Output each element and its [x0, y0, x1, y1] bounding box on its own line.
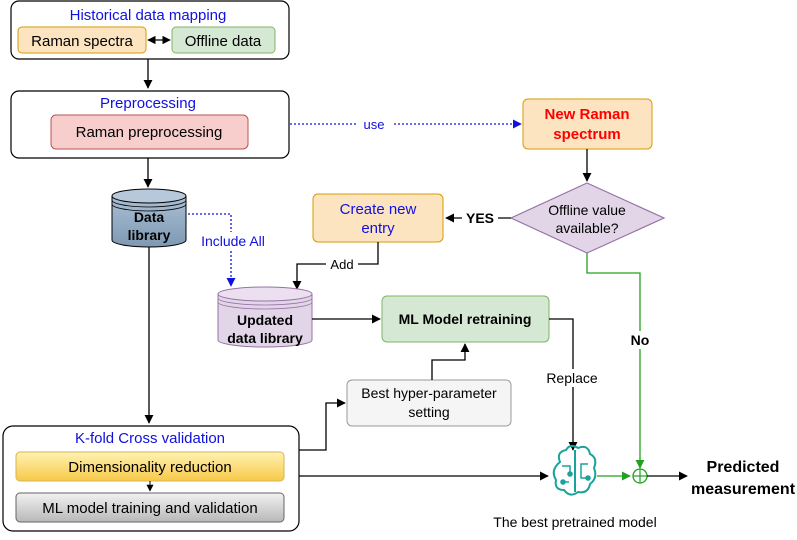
- add-label: Add: [330, 257, 353, 272]
- raman-preprocessing-label: Raman preprocessing: [76, 124, 223, 141]
- decision-diamond[interactable]: Offline value available?: [509, 182, 666, 254]
- data-library-line2: library: [128, 227, 171, 243]
- arrow-replace: [549, 318, 578, 451]
- data-library-cylinder[interactable]: Data library: [111, 188, 187, 248]
- include-all-label: Include All: [201, 233, 265, 249]
- preprocessing-title: Preprocessing: [100, 95, 196, 112]
- updated-library-cylinder[interactable]: Updated data library: [217, 286, 313, 348]
- hyper-line2: setting: [408, 404, 449, 420]
- historical-data-group: Historical data mapping Raman spectra Of…: [10, 0, 290, 60]
- updated-library-line1: Updated: [237, 312, 293, 328]
- offline-data-label: Offline data: [185, 33, 262, 50]
- yes-label: YES: [466, 210, 494, 226]
- retraining-label: ML Model retraining: [399, 311, 532, 327]
- arrow-hyper-to-retraining: [431, 343, 470, 380]
- new-spectrum-line2: spectrum: [553, 126, 621, 143]
- replace-label: Replace: [546, 370, 598, 386]
- predicted-line2: measurement: [691, 481, 796, 498]
- kfold-title: K-fold Cross validation: [75, 430, 225, 447]
- ml-retraining-box[interactable]: ML Model retraining: [381, 295, 550, 343]
- arrow-no: [586, 253, 645, 469]
- create-entry-line1: Create new: [340, 201, 417, 218]
- predicted-line1: Predicted: [707, 459, 780, 476]
- data-library-line1: Data: [134, 209, 165, 225]
- dimred-label: Dimensionality reduction: [68, 459, 231, 476]
- raman-spectra-label: Raman spectra: [31, 33, 133, 50]
- create-new-entry-box[interactable]: Create new entry: [312, 193, 444, 243]
- sum-node-icon: [632, 468, 648, 484]
- updated-library-line2: data library: [227, 330, 303, 346]
- hyper-line1: Best hyper-parameter: [361, 385, 497, 401]
- raman-spectra-box[interactable]: [17, 26, 147, 54]
- training-label: ML model training and validation: [42, 500, 257, 517]
- decision-line1: Offline value: [548, 202, 626, 218]
- arrow-kfold-to-hyper: [299, 398, 346, 451]
- model-caption: The best pretrained model: [493, 514, 656, 530]
- historical-title: Historical data mapping: [70, 7, 227, 24]
- brain-model-icon[interactable]: [552, 444, 597, 496]
- no-label: No: [631, 332, 650, 348]
- raman-preprocessing-box[interactable]: [50, 114, 249, 150]
- use-label: use: [364, 117, 385, 132]
- new-spectrum-line1: New Raman: [544, 106, 629, 123]
- ml-training-box[interactable]: [15, 492, 285, 523]
- offline-data-box[interactable]: [171, 26, 276, 54]
- preprocessing-group: Preprocessing Raman preprocessing: [10, 90, 290, 159]
- kfold-group: K-fold Cross validation Dimensionality r…: [2, 425, 300, 532]
- create-entry-line2: entry: [361, 220, 395, 237]
- hyper-parameter-box[interactable]: Best hyper-parameter setting: [346, 379, 512, 427]
- decision-line2: available?: [555, 220, 618, 236]
- new-raman-spectrum-box[interactable]: New Raman spectrum: [522, 98, 653, 150]
